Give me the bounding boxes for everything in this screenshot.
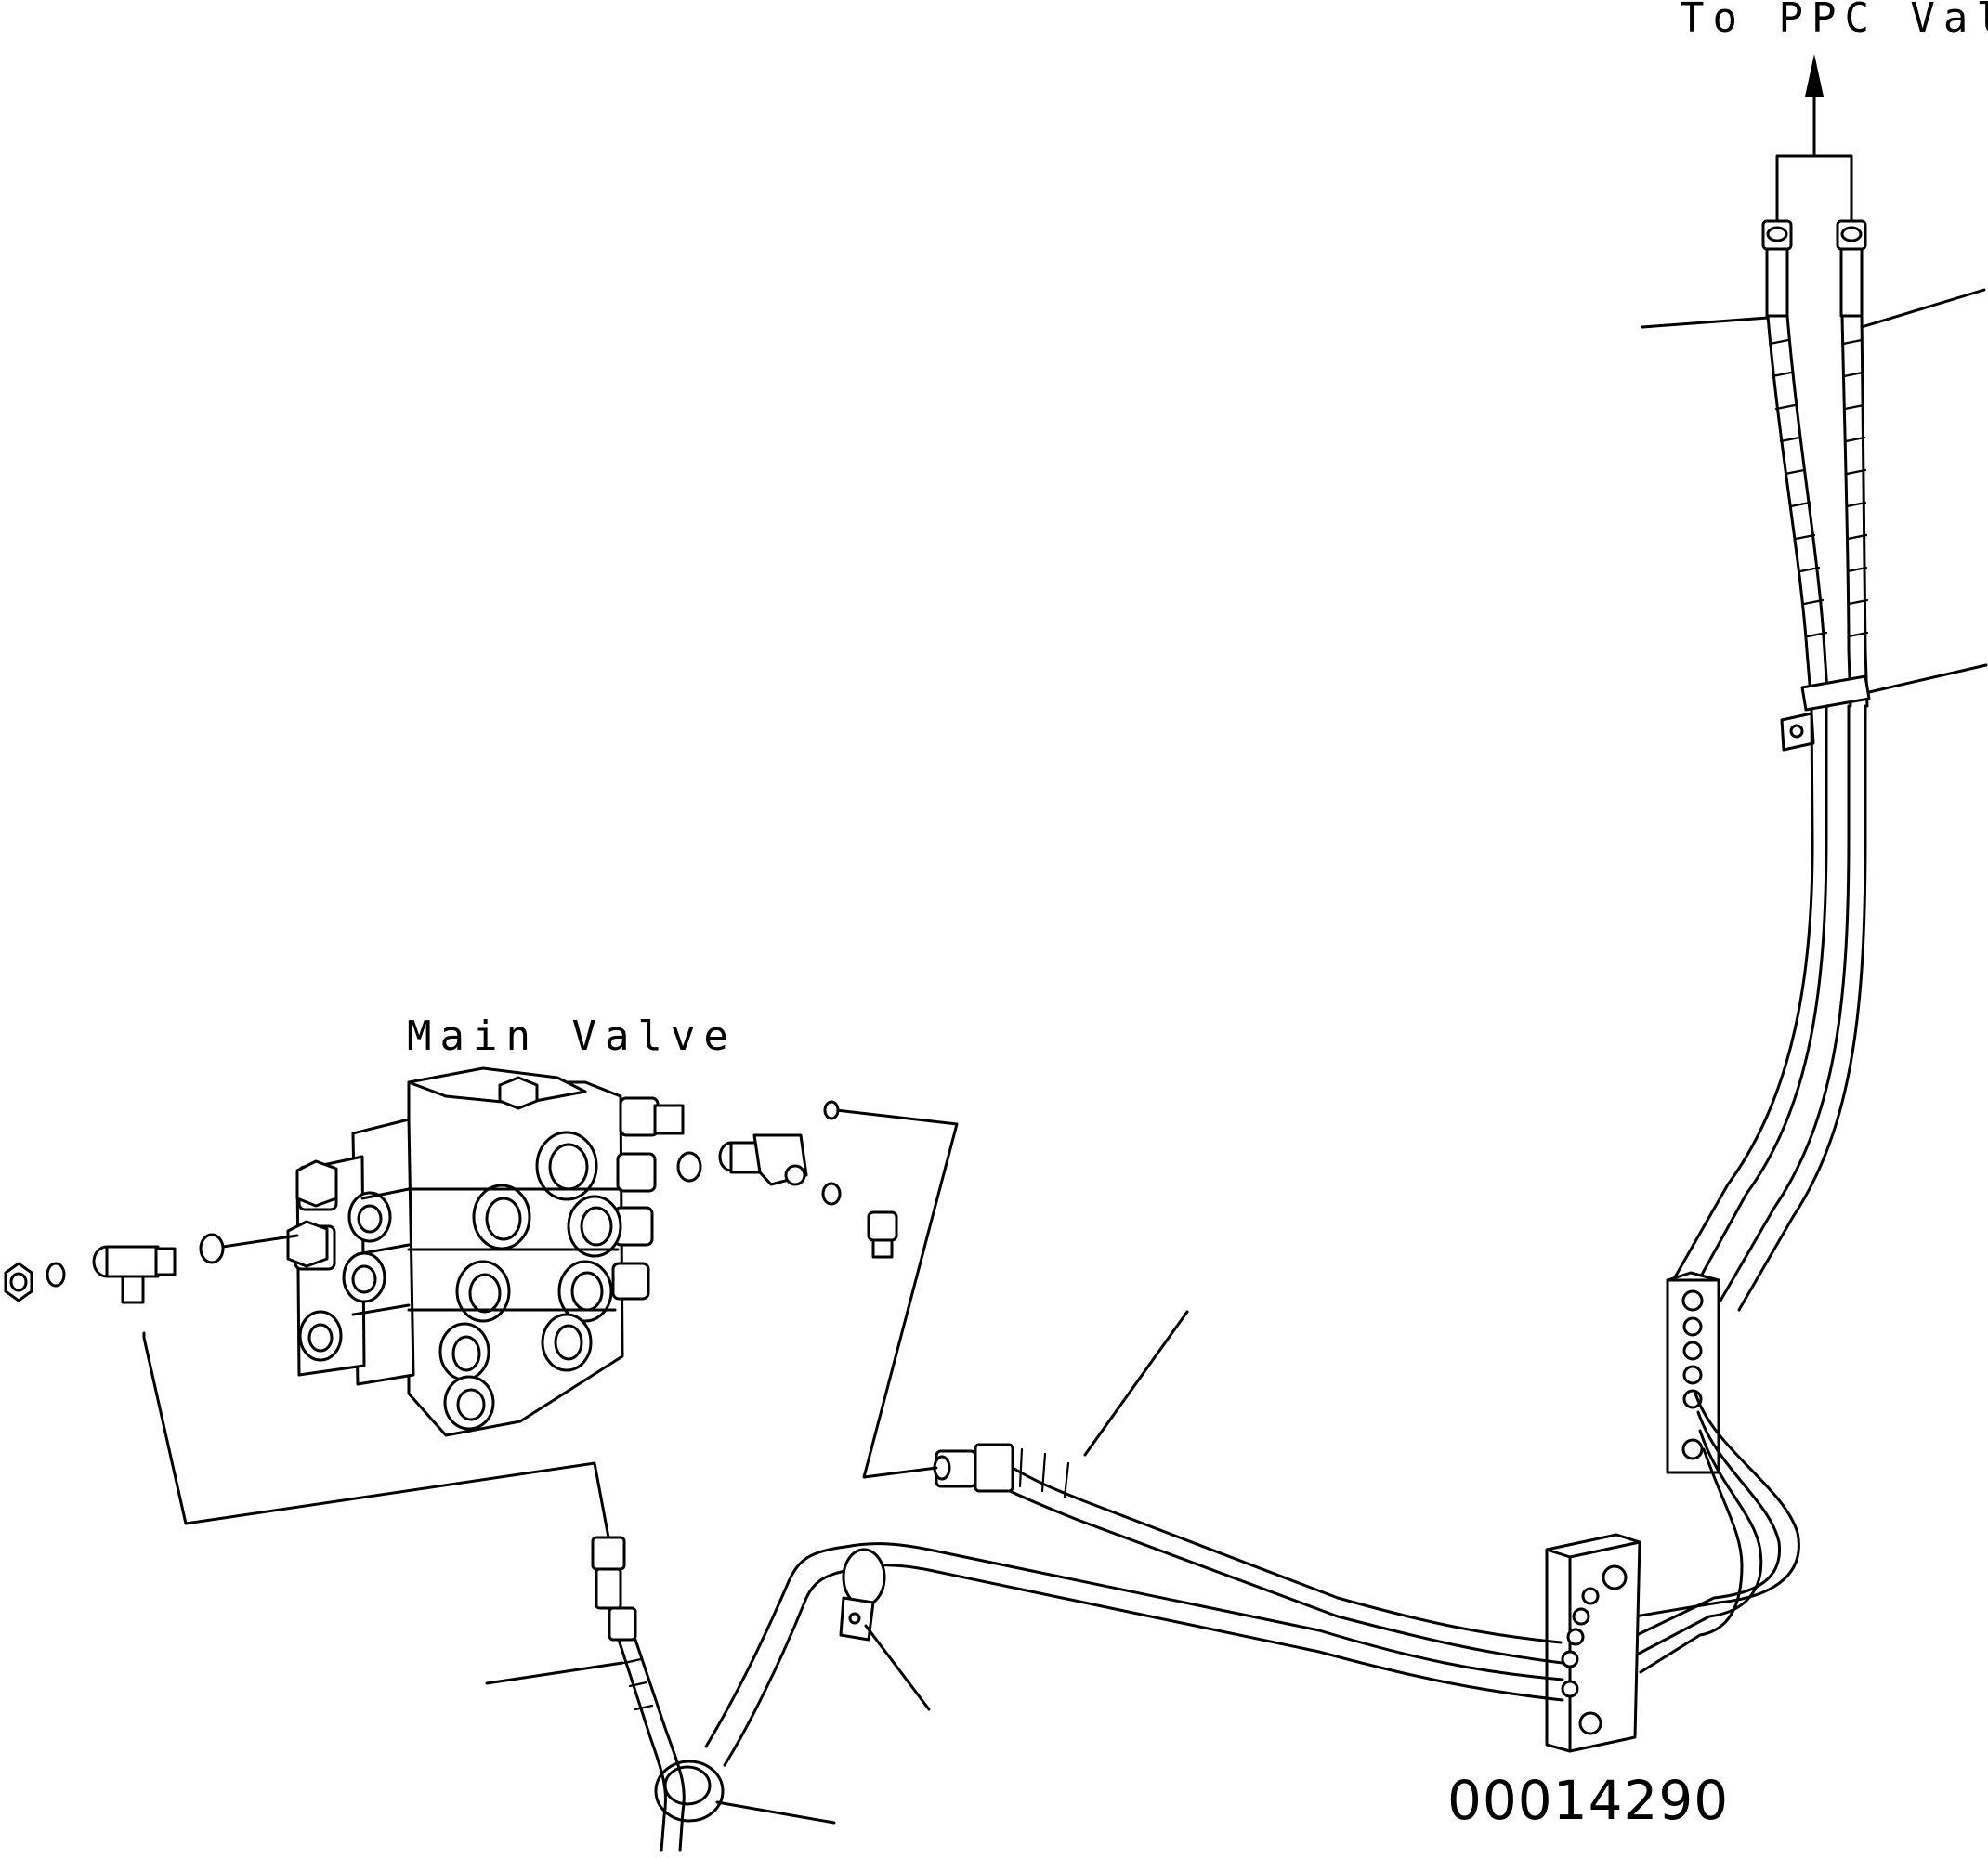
right-clamp-block <box>1666 1271 1720 1474</box>
left-plug <box>4 1262 33 1302</box>
drawing-number: 00014290 <box>1447 1769 1730 1832</box>
connection-line-left <box>142 1331 610 1539</box>
hose-fitting-right <box>1836 219 1867 318</box>
left-o-ring <box>46 1262 66 1288</box>
small-o-ring-2 <box>821 1182 842 1206</box>
leader-middle-hose <box>1083 1310 1189 1457</box>
bottom-right-pipes <box>1633 1392 1800 1674</box>
upper-clamp <box>1780 663 1988 752</box>
main-valve-body <box>286 1066 685 1437</box>
bottom-clamp-block <box>1545 1533 1641 1753</box>
right-elbow-fitting <box>718 1133 808 1186</box>
left-vertical-hose <box>485 1536 686 1852</box>
connection-line-right <box>834 1108 959 1479</box>
upper-hoses <box>1766 314 1869 708</box>
main-valve-label: Main Valve <box>407 1013 737 1060</box>
left-assembly-line <box>221 1234 299 1249</box>
right-o-ring <box>676 1151 702 1183</box>
small-o-ring-1 <box>823 1100 840 1120</box>
hose-fitting-left <box>1761 219 1793 318</box>
leader-hose-left <box>1641 316 1770 329</box>
left-lower-pipes <box>704 1545 852 1767</box>
right-plug <box>867 1210 898 1259</box>
leader-hose-right <box>1860 288 1986 329</box>
small-pipe-clamp <box>839 1548 931 1711</box>
left-o-ring-2 <box>199 1233 225 1264</box>
ppc-arrow <box>1775 54 1853 223</box>
to-ppc-valve-label: To PPC Valve <box>1680 0 1988 42</box>
long-lower-pipes <box>844 1455 1564 1702</box>
left-tee-fitting <box>92 1245 177 1304</box>
right-vertical-pipes <box>1670 704 1867 1312</box>
hose-end-fitting-middle <box>933 1443 1070 1499</box>
